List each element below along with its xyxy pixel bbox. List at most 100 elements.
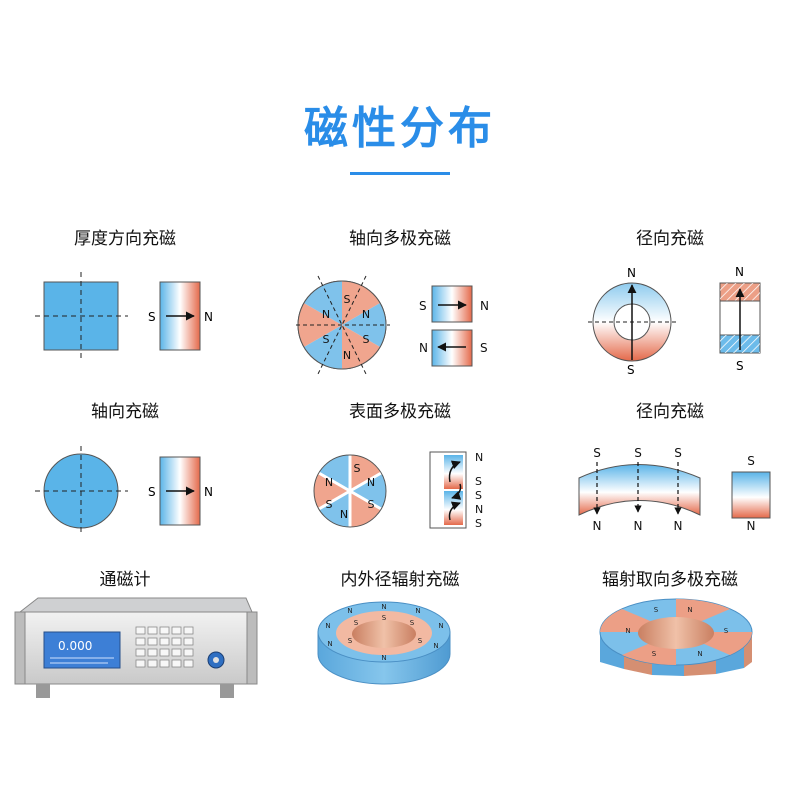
title-underline [350, 172, 450, 175]
axial-diagram: S N [35, 446, 213, 536]
ring-pole-label: S [654, 606, 659, 614]
sector-2 [350, 473, 387, 509]
flux-arrow-2 [451, 483, 462, 500]
sector-label: N [343, 349, 351, 362]
pole-label: N [475, 503, 483, 516]
radiation-multipole-ring: N S N S N S [599, 598, 753, 676]
flux-arrow-3 [448, 501, 461, 521]
sector-label: S [368, 498, 375, 511]
sector-5 [313, 473, 350, 509]
sector-2 [342, 303, 386, 347]
ring-pole-label: S [348, 637, 353, 645]
pole-label: S [674, 446, 682, 460]
caption-inner-outer-radiating: 内外径辐射充磁 [340, 570, 460, 590]
pole-label: S [627, 363, 635, 377]
ring-pole-label: S [652, 650, 657, 658]
device-lcd [43, 631, 121, 669]
caption-gaussmeter: 通磁计 [99, 570, 151, 590]
pole-label: S [634, 446, 642, 460]
sector-label: N [322, 308, 330, 321]
pole-label: S [593, 446, 601, 460]
surface-multipole-diagram: S N S N S N N S S N S [313, 451, 483, 530]
pole-label: S [747, 454, 755, 468]
sector-label: N [325, 476, 333, 489]
ring-pole-label: S [354, 619, 359, 627]
sector-label: S [323, 333, 330, 346]
surface-strip-top [444, 455, 463, 489]
ring-hole [352, 620, 416, 648]
ring-pole-label: S [724, 627, 729, 635]
ring-pole-label: S [382, 614, 387, 622]
ring-pole-label: S [418, 637, 423, 645]
pole-n-label: N [204, 485, 213, 499]
axial-block-top [431, 285, 473, 323]
pole-label: S [475, 475, 482, 488]
caption-radiation-oriented-multipole: 辐射取向多极充磁 [602, 570, 738, 590]
ring-pole-label: S [410, 619, 415, 627]
device-foot-left [36, 684, 50, 698]
device-top [18, 597, 253, 613]
pole-s-label: S [148, 485, 156, 499]
pole-label: N [747, 519, 756, 533]
page-title: 磁性分布 [304, 103, 496, 154]
sector-label: S [344, 293, 351, 306]
caption-radial-1: 径向充磁 [636, 229, 704, 249]
sector-label: N [362, 308, 370, 321]
surface-strip-bottom [444, 491, 463, 525]
arc-segment [578, 464, 701, 516]
pole-label: N [475, 451, 483, 464]
ring-pole-label: N [347, 607, 352, 615]
axial-block-bottom [431, 329, 473, 367]
sector-label: S [363, 333, 370, 346]
radial-1-diagram: N S N S [588, 265, 761, 377]
sector-label: N [367, 476, 375, 489]
pole-label: N [674, 519, 683, 533]
device-foot-right [220, 684, 234, 698]
ring-pole-label: N [325, 622, 330, 630]
ring-pole-label: N [327, 640, 332, 648]
pole-label: N [480, 299, 489, 313]
pole-label: N [735, 265, 744, 279]
caption-surface-multipole: 表面多极充磁 [349, 402, 451, 422]
pole-s-label: S [148, 310, 156, 324]
caption-thickness: 厚度方向充磁 [74, 229, 176, 249]
pole-label: S [475, 489, 482, 502]
axial-multipole-diagram: S N S N S N S N N S [296, 275, 489, 375]
probe-connector-pin [213, 657, 219, 663]
pole-label: N [634, 519, 643, 533]
pole-label: N [627, 266, 636, 280]
device-keypad [135, 626, 194, 668]
radial-2-diagram: S S S N N N S N [578, 446, 771, 533]
sector-label: N [340, 508, 348, 521]
ring-hole [638, 617, 714, 649]
pole-label: S [475, 517, 482, 530]
sector-label: S [354, 462, 361, 475]
gaussmeter-device: 0.000 [14, 597, 258, 698]
ring-pole-label: N [381, 654, 386, 662]
pole-label: S [480, 341, 488, 355]
ring-pole-label: N [625, 627, 630, 635]
ring-pole-label: N [381, 603, 386, 611]
pole-label: N [593, 519, 602, 533]
ring-pole-label: N [687, 606, 692, 614]
caption-axial: 轴向充磁 [91, 402, 159, 422]
pole-n-label: N [204, 310, 213, 324]
pole-label: S [736, 359, 744, 373]
caption-radial-2: 径向充磁 [636, 402, 704, 422]
pole-label: N [419, 341, 428, 355]
caption-axial-multipole: 轴向多极充磁 [349, 229, 451, 249]
thickness-diagram: S N [35, 272, 213, 360]
lcd-reading: 0.000 [58, 639, 92, 653]
device-handle-right [246, 611, 258, 685]
ring-pole-label: N [697, 650, 702, 658]
inner-outer-ring: N N N N N N N N S S S S S [317, 601, 451, 685]
ring-pole-label: N [433, 642, 438, 650]
pole-label: S [419, 299, 427, 313]
arc-section-block [731, 471, 771, 519]
sector-label: S [326, 498, 333, 511]
flux-arrow-1 [448, 460, 461, 483]
ring-pole-label: N [438, 622, 443, 630]
ring-pole-label: N [415, 607, 420, 615]
device-handle-left [14, 611, 26, 685]
